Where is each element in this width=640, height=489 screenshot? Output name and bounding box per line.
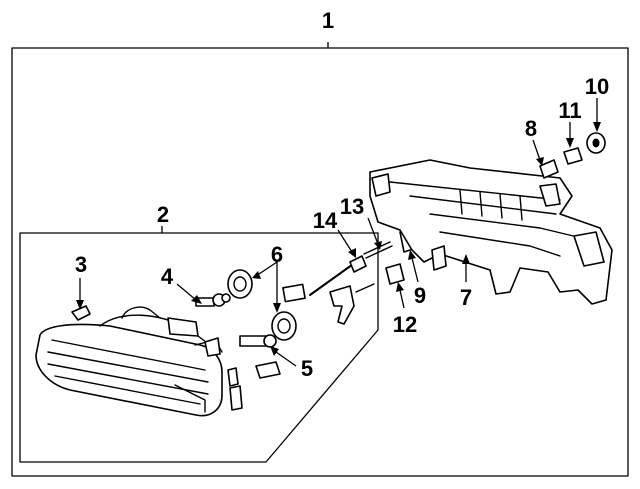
callout-12: 12	[393, 312, 417, 337]
callout-1: 1	[322, 8, 334, 33]
bulb-part-5	[239, 334, 281, 379]
callout-3: 3	[75, 252, 87, 277]
callout-labels: 1 2 3 4 5 6 7 8 9 10 11 12 13 14	[75, 8, 609, 381]
callout-7: 7	[460, 285, 472, 310]
callout-14: 14	[313, 208, 338, 233]
callout-8: 8	[525, 116, 537, 141]
bracket-part-12	[385, 263, 405, 285]
retainer-part-11	[563, 147, 583, 165]
leader-lines	[76, 98, 601, 367]
pivot-bracket	[329, 283, 375, 325]
headlamp-subassembly-frame	[19, 232, 379, 463]
callout-11: 11	[558, 98, 581, 123]
adjuster-rod	[309, 241, 393, 296]
callout-10: 10	[585, 74, 609, 99]
callout-5: 5	[301, 356, 313, 381]
grommet-part-8	[539, 159, 559, 179]
callout-9: 9	[414, 283, 426, 308]
callout-6: 6	[271, 242, 283, 267]
clip-part-10	[586, 132, 606, 154]
adjust-screw-part-4	[195, 293, 231, 307]
bulb-socket-lower-part-6	[271, 311, 297, 341]
callout-4: 4	[161, 264, 174, 289]
callout-2: 2	[157, 202, 169, 227]
connector-cap	[282, 283, 306, 303]
clip-part-3	[71, 305, 91, 321]
mounting-bracket-part-7	[369, 159, 613, 305]
headlamp-housing	[35, 306, 243, 417]
callout-13: 13	[340, 194, 364, 219]
bulb-socket-upper-part-6	[227, 269, 253, 299]
assembly-frame	[11, 42, 629, 477]
